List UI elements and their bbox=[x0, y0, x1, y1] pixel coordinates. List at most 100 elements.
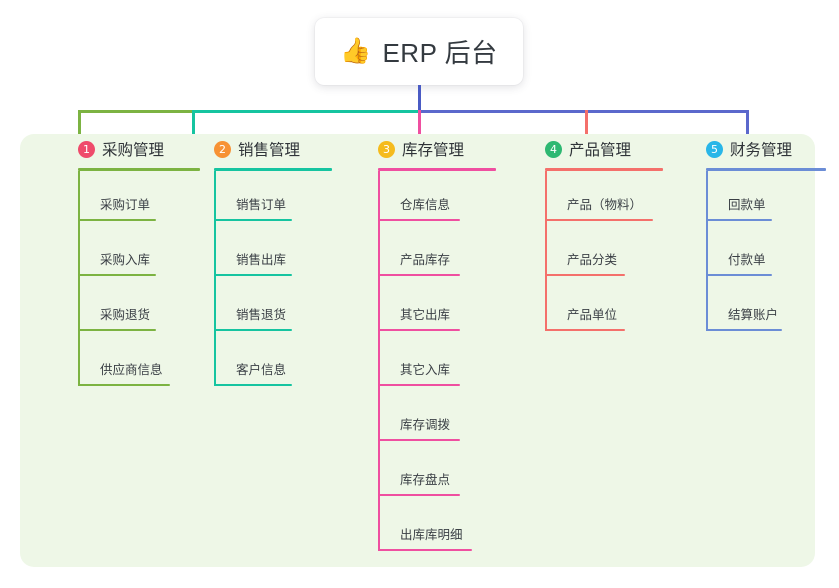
column-index-badge: 1 bbox=[78, 140, 95, 158]
leaf-node-underline bbox=[214, 384, 292, 386]
leaf-node[interactable]: 付款单 bbox=[706, 251, 772, 276]
leaf-node[interactable]: 供应商信息 bbox=[78, 361, 170, 386]
leaf-node[interactable]: 其它出库 bbox=[378, 306, 460, 331]
column-spine bbox=[378, 171, 380, 551]
column-spine bbox=[78, 171, 80, 386]
leaf-node-underline bbox=[78, 329, 156, 331]
leaf-node-label: 出库库明细 bbox=[400, 528, 463, 542]
leaf-node-label: 仓库信息 bbox=[400, 198, 451, 212]
column-header-row: 3 库存管理 bbox=[356, 134, 464, 164]
leaf-node[interactable]: 销售订单 bbox=[214, 196, 292, 221]
column-title: 产品管理 bbox=[569, 142, 632, 159]
leaf-node-underline bbox=[706, 274, 772, 276]
leaf-node-underline bbox=[214, 219, 292, 221]
root-node-card[interactable]: 👍 ERP 后台 bbox=[315, 18, 523, 85]
leaf-node-underline bbox=[378, 494, 460, 496]
leaf-node-label: 采购订单 bbox=[100, 198, 151, 212]
leaf-node[interactable]: 产品单位 bbox=[545, 306, 625, 331]
column-title: 库存管理 bbox=[402, 142, 465, 159]
connector-drop-1 bbox=[78, 110, 81, 148]
column-header-product[interactable]: 4 产品管理 bbox=[523, 134, 663, 172]
connector-drop-3 bbox=[418, 110, 421, 148]
connector-bus-blue bbox=[419, 110, 749, 113]
leaf-node-underline bbox=[545, 219, 653, 221]
column-header-row: 4 产品管理 bbox=[523, 134, 631, 164]
leaf-node-underline bbox=[378, 274, 460, 276]
leaf-node-label: 产品单位 bbox=[567, 308, 618, 322]
leaf-node-label: 结算账户 bbox=[728, 308, 779, 322]
column-header-row: 1 采购管理 bbox=[56, 134, 164, 164]
column-underline bbox=[378, 168, 496, 171]
column-title: 财务管理 bbox=[730, 142, 793, 159]
column-index-badge: 2 bbox=[214, 140, 231, 158]
leaf-node[interactable]: 销售出库 bbox=[214, 251, 292, 276]
column-spine bbox=[545, 171, 547, 331]
connector-drop-5 bbox=[746, 110, 749, 148]
leaf-node-label: 销售订单 bbox=[236, 198, 287, 212]
leaf-node[interactable]: 产品（物料） bbox=[545, 196, 653, 221]
leaf-node[interactable]: 仓库信息 bbox=[378, 196, 460, 221]
leaf-node-label: 付款单 bbox=[728, 253, 766, 267]
leaf-node-underline bbox=[545, 274, 625, 276]
leaf-node[interactable]: 结算账户 bbox=[706, 306, 782, 331]
leaf-node[interactable]: 采购入库 bbox=[78, 251, 156, 276]
connector-drop-4 bbox=[585, 110, 588, 148]
leaf-node-label: 客户信息 bbox=[236, 363, 287, 377]
leaf-node[interactable]: 采购退货 bbox=[78, 306, 156, 331]
leaf-node-label: 回款单 bbox=[728, 198, 766, 212]
leaf-node[interactable]: 采购订单 bbox=[78, 196, 156, 221]
leaf-node[interactable]: 库存调拨 bbox=[378, 416, 460, 441]
leaf-node[interactable]: 库存盘点 bbox=[378, 471, 460, 496]
leaf-node-label: 库存调拨 bbox=[400, 418, 451, 432]
leaf-node[interactable]: 销售退货 bbox=[214, 306, 292, 331]
leaf-node[interactable]: 产品库存 bbox=[378, 251, 460, 276]
leaf-node-label: 其它出库 bbox=[400, 308, 451, 322]
column-product: 4 产品管理产品（物料） 产品分类产品单位 bbox=[523, 134, 663, 331]
leaf-node-underline bbox=[706, 219, 772, 221]
leaf-node[interactable]: 产品分类 bbox=[545, 251, 625, 276]
root-node-title: ERP 后台 bbox=[382, 38, 498, 68]
leaf-node-underline bbox=[78, 219, 156, 221]
leaf-node-label: 销售退货 bbox=[236, 308, 287, 322]
column-header-row: 5 财务管理 bbox=[684, 134, 792, 164]
leaf-node-underline bbox=[378, 329, 460, 331]
column-finance: 5 财务管理回款单付款单结算账户 bbox=[684, 134, 826, 331]
column-header-purchasing[interactable]: 1 采购管理 bbox=[56, 134, 200, 172]
leaf-node-underline bbox=[78, 384, 170, 386]
root-node-content: 👍 ERP 后台 bbox=[340, 33, 497, 70]
leaf-node[interactable]: 出库库明细 bbox=[378, 526, 472, 551]
column-underline bbox=[706, 168, 826, 171]
column-index-badge: 5 bbox=[706, 140, 723, 158]
leaf-node[interactable]: 客户信息 bbox=[214, 361, 292, 386]
leaf-node-underline bbox=[214, 274, 292, 276]
leaf-node-underline bbox=[378, 439, 460, 441]
column-inventory: 3 库存管理仓库信息产品库存其它出库其它入库库存调拨库存盘点出库库明细 bbox=[356, 134, 496, 551]
column-index-badge: 3 bbox=[378, 140, 395, 158]
leaf-node-label: 产品分类 bbox=[567, 253, 618, 267]
column-purchasing: 1 采购管理采购订单采购入库采购退货供应商信息 bbox=[56, 134, 200, 386]
column-header-inventory[interactable]: 3 库存管理 bbox=[356, 134, 496, 172]
column-underline bbox=[214, 168, 332, 171]
leaf-node-label: 其它入库 bbox=[400, 363, 451, 377]
leaf-node-label: 库存盘点 bbox=[400, 473, 451, 487]
thumbs-up-icon: 👍 bbox=[340, 37, 372, 65]
leaf-node-label: 采购入库 bbox=[100, 253, 151, 267]
connector-drop-2 bbox=[192, 110, 195, 148]
column-header-finance[interactable]: 5 财务管理 bbox=[684, 134, 826, 172]
leaf-node-underline bbox=[214, 329, 292, 331]
column-spine bbox=[706, 171, 708, 331]
leaf-node-label: 产品库存 bbox=[400, 253, 451, 267]
leaf-node[interactable]: 回款单 bbox=[706, 196, 772, 221]
column-underline bbox=[545, 168, 663, 171]
column-spine bbox=[214, 171, 216, 386]
leaf-node[interactable]: 其它入库 bbox=[378, 361, 460, 386]
column-title: 采购管理 bbox=[102, 142, 165, 159]
leaf-node-label: 采购退货 bbox=[100, 308, 151, 322]
column-index-badge: 4 bbox=[545, 140, 562, 158]
column-underline bbox=[78, 168, 200, 171]
leaf-node-label: 供应商信息 bbox=[100, 363, 163, 377]
